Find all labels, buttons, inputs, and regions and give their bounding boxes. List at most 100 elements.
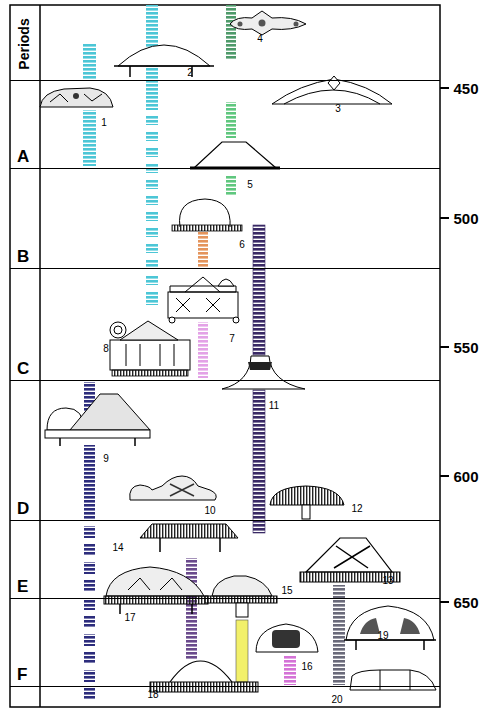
brooch-drawing bbox=[106, 567, 204, 596]
date-bar bbox=[84, 445, 95, 520]
brooch-drawing bbox=[110, 340, 190, 370]
brooch-drawing bbox=[306, 538, 392, 572]
brooch-detail bbox=[128, 578, 182, 590]
brooch-detail bbox=[126, 344, 174, 366]
axis-title: Periods bbox=[16, 18, 32, 69]
year-label: 450 bbox=[453, 80, 478, 97]
brooch-detail bbox=[170, 277, 236, 312]
brooch-detail bbox=[150, 682, 258, 692]
brooch-drawing bbox=[346, 606, 434, 640]
callout-number: 12 bbox=[351, 503, 362, 514]
year-label: 550 bbox=[453, 339, 478, 356]
date-bar bbox=[226, 175, 236, 195]
callout-number: 11 bbox=[269, 400, 279, 411]
brooch-drawing bbox=[130, 476, 217, 500]
period-band: A bbox=[10, 80, 440, 168]
chart-frame bbox=[10, 5, 440, 707]
date-bar bbox=[83, 110, 96, 166]
brooch-detail bbox=[112, 370, 188, 376]
brooch-detail bbox=[120, 321, 178, 340]
dashed-date-bar bbox=[84, 526, 95, 700]
brooch-detail bbox=[302, 505, 310, 519]
year-label: 650 bbox=[453, 594, 478, 611]
date-bar bbox=[333, 585, 345, 685]
date-bar bbox=[226, 5, 236, 60]
date-bar bbox=[198, 322, 208, 378]
brooch-drawing bbox=[222, 356, 305, 389]
date-bar bbox=[226, 102, 236, 138]
brooch-detail bbox=[60, 438, 135, 446]
brooch-drawing bbox=[350, 670, 436, 690]
brooch-detail bbox=[360, 618, 420, 634]
period-letter: A bbox=[17, 147, 29, 167]
date-bar bbox=[198, 232, 208, 268]
brooch-detail bbox=[380, 670, 410, 690]
brooch-detail bbox=[248, 362, 272, 370]
period-column-divider bbox=[39, 5, 41, 707]
date-bar bbox=[284, 655, 296, 685]
brooch-detail bbox=[114, 326, 122, 334]
brooch-detail bbox=[160, 538, 220, 552]
period-band: E bbox=[10, 520, 440, 598]
brooch-drawing bbox=[170, 661, 232, 682]
brooch-detail bbox=[272, 630, 300, 648]
brooch-detail bbox=[170, 484, 194, 496]
brooch-drawing bbox=[118, 45, 210, 66]
brooch-detail bbox=[172, 225, 242, 231]
brooch-detail bbox=[334, 546, 370, 568]
period-letter: D bbox=[17, 499, 29, 519]
period-letter: B bbox=[17, 247, 29, 267]
callout-number: 16 bbox=[301, 661, 312, 672]
brooch-drawing bbox=[212, 576, 272, 596]
brooch-drawing bbox=[194, 142, 276, 168]
period-band: F bbox=[10, 598, 440, 687]
brooch-detail bbox=[73, 93, 79, 99]
brooch-drawing bbox=[180, 199, 231, 227]
date-bar bbox=[236, 620, 248, 682]
brooch-drawing bbox=[70, 394, 150, 430]
brooch-detail bbox=[236, 603, 248, 617]
period-letter: E bbox=[17, 577, 28, 597]
date-bar bbox=[83, 44, 96, 80]
brooch-detail bbox=[218, 279, 234, 286]
date-bar bbox=[253, 225, 265, 355]
brooch-drawing bbox=[140, 524, 238, 538]
callout-number: 10 bbox=[204, 505, 215, 516]
brooch-drawing bbox=[256, 624, 318, 652]
period-letter: C bbox=[17, 359, 29, 379]
callout-number: 14 bbox=[112, 542, 123, 553]
brooch-drawing bbox=[168, 292, 238, 318]
dashed-date-bar bbox=[146, 115, 158, 305]
date-bar bbox=[253, 390, 265, 533]
brooch-drawing bbox=[270, 486, 344, 505]
callout-number: 7 bbox=[229, 333, 235, 344]
brooch-drawing bbox=[40, 88, 113, 107]
callout-number: 5 bbox=[247, 179, 253, 190]
brooch-detail bbox=[169, 317, 239, 323]
period-letter: F bbox=[17, 665, 27, 685]
callout-number: 3 bbox=[335, 103, 341, 114]
brooch-detail bbox=[284, 90, 380, 104]
brooch-detail bbox=[344, 640, 436, 650]
callout-number: 19 bbox=[377, 630, 388, 641]
year-label: 500 bbox=[453, 210, 478, 227]
period-band: B bbox=[10, 168, 440, 268]
callout-number: 8 bbox=[103, 343, 109, 354]
callout-number: 2 bbox=[187, 67, 193, 78]
brooch-drawing bbox=[230, 11, 306, 35]
callout-number: 6 bbox=[239, 239, 245, 250]
callout-number: 4 bbox=[257, 33, 263, 44]
period-band: D bbox=[10, 380, 440, 520]
year-label: 600 bbox=[453, 468, 478, 485]
period-band: C bbox=[10, 268, 440, 380]
year-ticks bbox=[440, 88, 449, 602]
brooch-detail bbox=[50, 94, 102, 102]
brooch-detail bbox=[114, 66, 214, 77]
callout-number: 13 bbox=[382, 575, 393, 586]
callout-number: 1 bbox=[101, 117, 107, 128]
brooch-detail bbox=[45, 430, 150, 438]
brooch-detail bbox=[110, 322, 126, 338]
